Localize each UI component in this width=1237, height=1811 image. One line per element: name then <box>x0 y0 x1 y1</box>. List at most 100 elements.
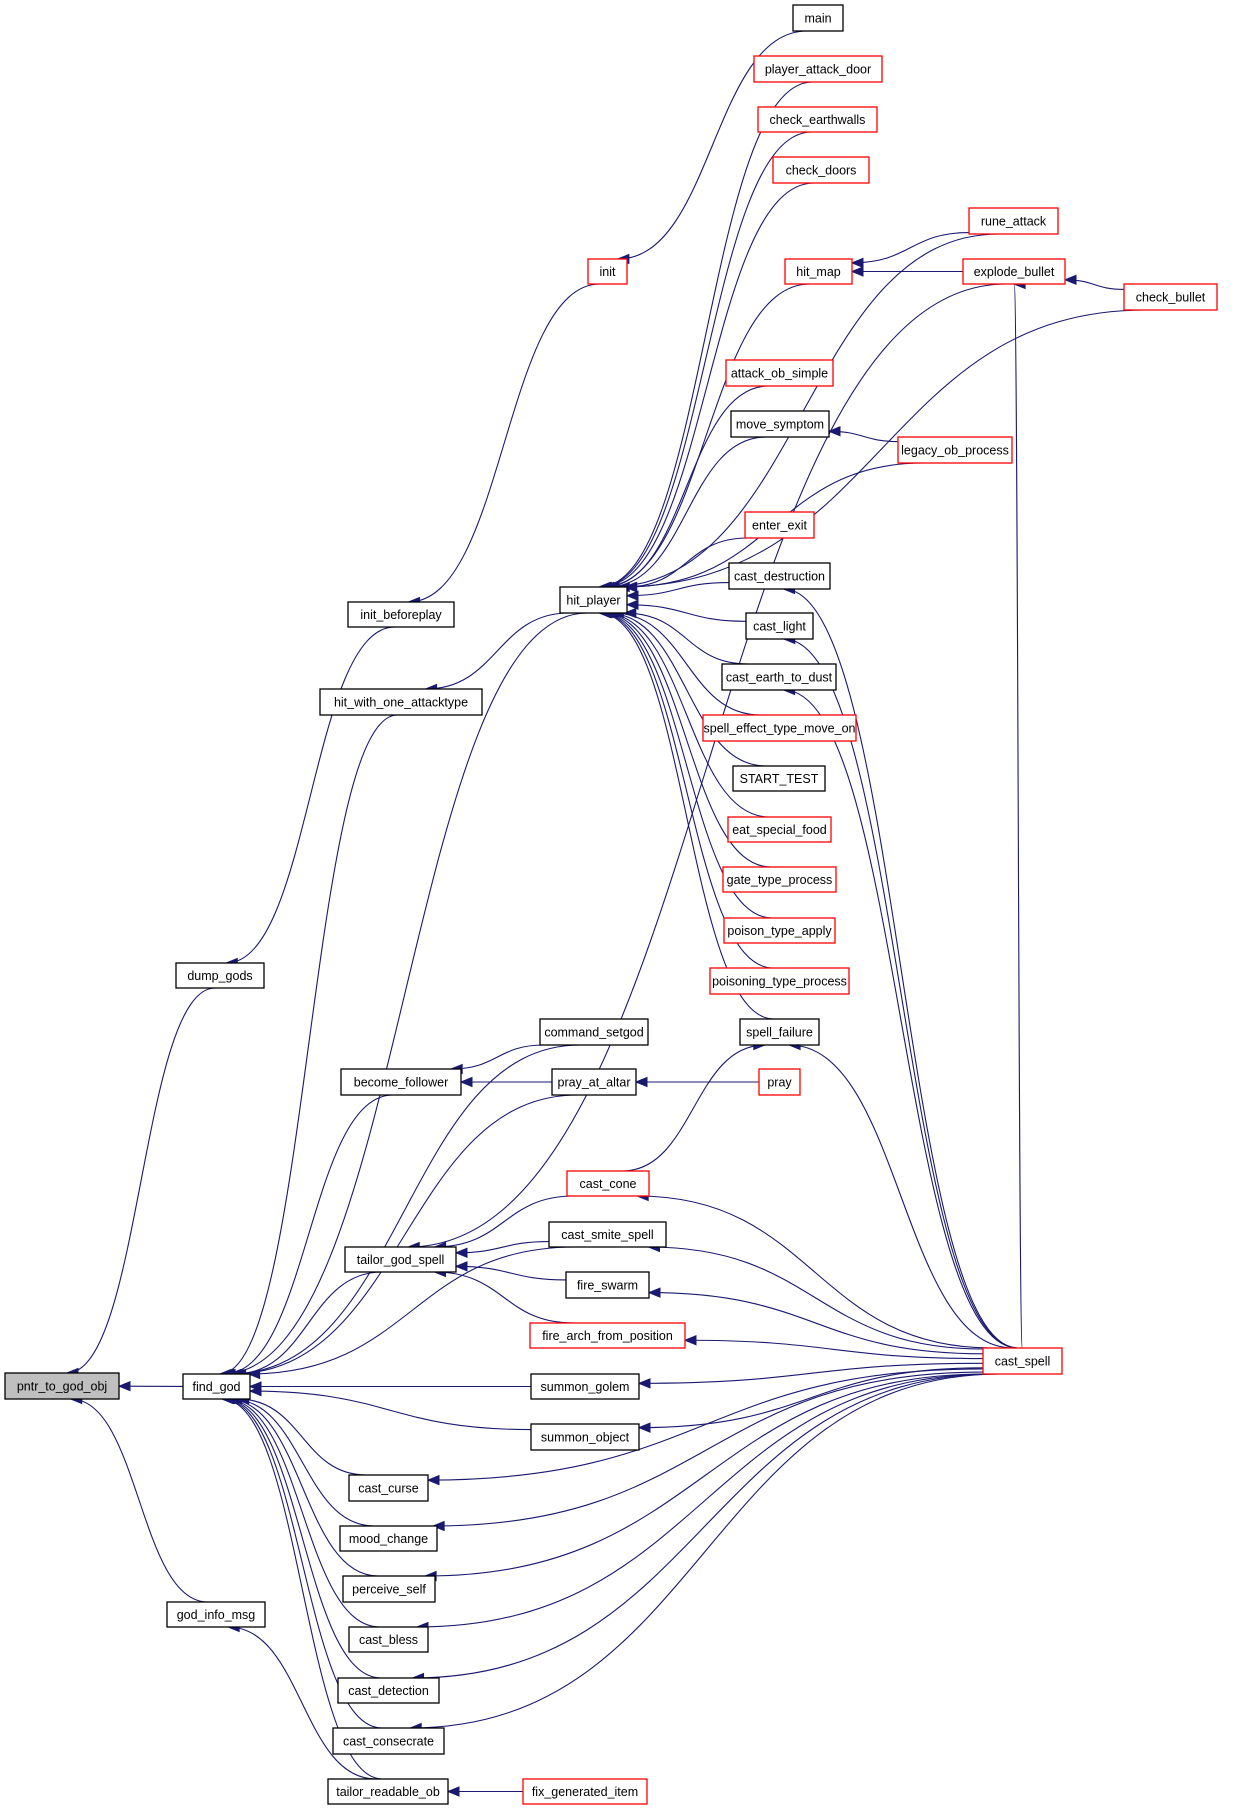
node-mood_change[interactable]: mood_change <box>339 1525 438 1552</box>
node-box[interactable] <box>721 663 837 691</box>
node-box[interactable] <box>529 1322 686 1349</box>
node-box[interactable] <box>725 359 834 387</box>
node-eat_special_food[interactable]: eat_special_food <box>727 816 832 843</box>
node-box[interactable] <box>319 688 483 716</box>
node-init_beforeplay[interactable]: init_beforeplay <box>347 601 455 628</box>
node-become_follower[interactable]: become_follower <box>340 1068 462 1096</box>
node-explode_bullet[interactable]: explode_bullet <box>962 258 1066 285</box>
node-check_bullet[interactable]: check_bullet <box>1123 283 1218 311</box>
node-cast_smite_spell[interactable]: cast_smite_spell <box>548 1221 667 1248</box>
node-player_attack_door[interactable]: player_attack_door <box>753 55 883 83</box>
node-spell_effect_type_move_on[interactable]: spell_effect_type_move_on <box>702 714 857 742</box>
node-hit_with_one_attacktype[interactable]: hit_with_one_attacktype <box>319 688 483 716</box>
node-fire_arch_from_position[interactable]: fire_arch_from_position <box>529 1322 686 1349</box>
node-cast_cone[interactable]: cast_cone <box>566 1170 650 1197</box>
node-box[interactable] <box>739 1018 820 1046</box>
node-cast_bless[interactable]: cast_bless <box>348 1626 429 1653</box>
node-box[interactable] <box>897 436 1013 464</box>
node-box[interactable] <box>772 156 870 184</box>
node-box[interactable] <box>566 1170 650 1197</box>
node-hit_map[interactable]: hit_map <box>784 258 853 285</box>
node-tailor_god_spell[interactable]: tailor_god_spell <box>344 1246 457 1273</box>
node-box[interactable] <box>348 1474 429 1502</box>
node-cast_destruction[interactable]: cast_destruction <box>728 562 831 590</box>
node-summon_object[interactable]: summon_object <box>530 1423 640 1451</box>
node-box[interactable] <box>530 1423 640 1451</box>
node-box[interactable] <box>522 1778 648 1805</box>
node-rune_attack[interactable]: rune_attack <box>968 207 1059 235</box>
node-box[interactable] <box>559 586 628 614</box>
node-box[interactable] <box>530 1373 640 1400</box>
node-tailor_readable_ob[interactable]: tailor_readable_ob <box>327 1778 449 1805</box>
node-check_earthwalls[interactable]: check_earthwalls <box>757 106 878 133</box>
node-START_TEST[interactable]: START_TEST <box>732 765 826 792</box>
node-box[interactable] <box>702 714 857 742</box>
node-poison_type_apply[interactable]: poison_type_apply <box>723 917 836 944</box>
node-box[interactable] <box>175 962 265 989</box>
node-cast_spell[interactable]: cast_spell <box>982 1347 1063 1375</box>
node-box[interactable] <box>792 4 844 32</box>
node-box[interactable] <box>728 562 831 590</box>
node-pray[interactable]: pray <box>758 1068 801 1096</box>
node-box[interactable] <box>340 1068 462 1096</box>
node-box[interactable] <box>565 1271 650 1299</box>
node-box[interactable] <box>587 258 628 285</box>
node-box[interactable] <box>730 410 830 438</box>
node-enter_exit[interactable]: enter_exit <box>744 511 815 539</box>
node-box[interactable] <box>727 816 832 843</box>
node-spell_failure[interactable]: spell_failure <box>739 1018 820 1046</box>
node-box[interactable] <box>709 967 850 995</box>
node-box[interactable] <box>732 765 826 792</box>
node-box[interactable] <box>166 1601 266 1628</box>
node-dump_gods[interactable]: dump_gods <box>175 962 265 989</box>
node-pray_at_altar[interactable]: pray_at_altar <box>551 1068 637 1096</box>
node-box[interactable] <box>982 1347 1063 1375</box>
node-main[interactable]: main <box>792 4 844 32</box>
node-box[interactable] <box>968 207 1059 235</box>
node-poisoning_type_process[interactable]: poisoning_type_process <box>709 967 850 995</box>
node-perceive_self[interactable]: perceive_self <box>342 1575 436 1603</box>
node-box[interactable] <box>962 258 1066 285</box>
node-move_symptom[interactable]: move_symptom <box>730 410 830 438</box>
node-hit_player[interactable]: hit_player <box>559 586 628 614</box>
node-cast_detection[interactable]: cast_detection <box>337 1677 440 1704</box>
node-attack_ob_simple[interactable]: attack_ob_simple <box>725 359 834 387</box>
node-legacy_ob_process[interactable]: legacy_ob_process <box>897 436 1013 464</box>
node-box[interactable] <box>723 917 836 944</box>
node-command_setgod[interactable]: command_setgod <box>539 1018 649 1046</box>
node-gate_type_process[interactable]: gate_type_process <box>722 866 837 893</box>
node-box[interactable] <box>339 1525 438 1552</box>
node-init[interactable]: init <box>587 258 628 285</box>
node-cast_curse[interactable]: cast_curse <box>348 1474 429 1502</box>
node-box[interactable] <box>342 1575 436 1603</box>
node-box[interactable] <box>348 1626 429 1653</box>
node-box[interactable] <box>332 1727 445 1755</box>
node-box[interactable] <box>327 1778 449 1805</box>
node-cast_consecrate[interactable]: cast_consecrate <box>332 1727 445 1755</box>
node-box[interactable] <box>744 511 815 539</box>
node-box[interactable] <box>784 258 853 285</box>
node-box[interactable] <box>344 1246 457 1273</box>
node-box[interactable] <box>722 866 837 893</box>
node-cast_earth_to_dust[interactable]: cast_earth_to_dust <box>721 663 837 691</box>
node-box[interactable] <box>539 1018 649 1046</box>
node-box[interactable] <box>758 1068 801 1096</box>
node-box[interactable] <box>4 1372 120 1400</box>
node-god_info_msg[interactable]: god_info_msg <box>166 1601 266 1628</box>
node-fix_generated_item[interactable]: fix_generated_item <box>522 1778 648 1805</box>
node-box[interactable] <box>757 106 878 133</box>
node-cast_light[interactable]: cast_light <box>745 612 814 640</box>
node-pntr_to_god_obj[interactable]: pntr_to_god_obj <box>4 1372 120 1400</box>
node-box[interactable] <box>182 1373 251 1400</box>
node-box[interactable] <box>347 601 455 628</box>
node-box[interactable] <box>1123 283 1218 311</box>
node-box[interactable] <box>745 612 814 640</box>
node-fire_swarm[interactable]: fire_swarm <box>565 1271 650 1299</box>
node-box[interactable] <box>548 1221 667 1248</box>
node-box[interactable] <box>337 1677 440 1704</box>
node-box[interactable] <box>753 55 883 83</box>
node-find_god[interactable]: find_god <box>182 1373 251 1400</box>
node-summon_golem[interactable]: summon_golem <box>530 1373 640 1400</box>
node-box[interactable] <box>551 1068 637 1096</box>
node-check_doors[interactable]: check_doors <box>772 156 870 184</box>
